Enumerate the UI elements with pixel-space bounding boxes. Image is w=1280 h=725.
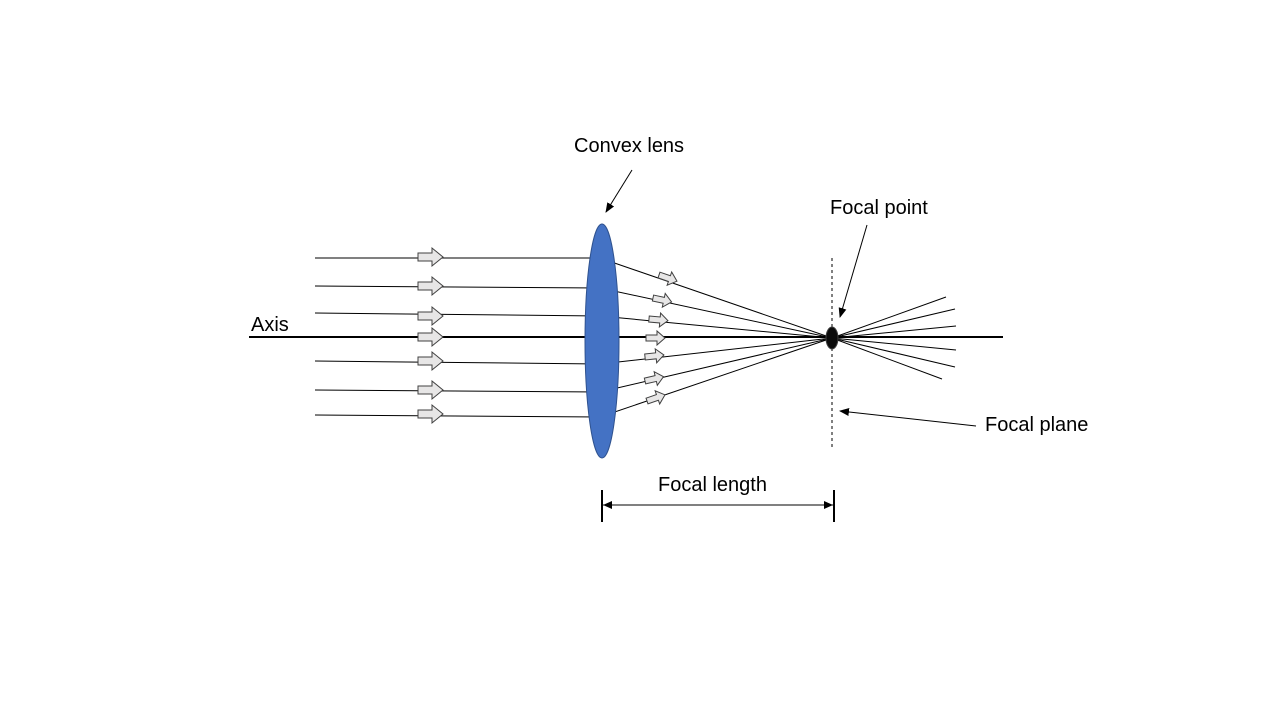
convex-lens-label: Convex lens — [574, 135, 684, 157]
refracted-arrows — [643, 270, 678, 406]
block-arrow-icon — [644, 347, 665, 364]
outgoing-ray — [831, 337, 943, 380]
dimension-arrowhead-left — [603, 501, 612, 509]
block-arrow-icon — [417, 379, 444, 401]
focal-length-dimension — [601, 490, 835, 522]
block-arrow-icon — [648, 311, 669, 328]
lens-pointer-arrow — [605, 169, 633, 213]
incoming-ray — [314, 337, 833, 418]
convex-lens — [584, 223, 620, 459]
incoming-ray — [314, 337, 833, 393]
block-arrow-icon — [645, 329, 666, 347]
focal-plane-label: Focal plane — [985, 414, 1088, 436]
axis-label: Axis — [251, 314, 289, 336]
outgoing-ray — [831, 296, 947, 339]
outgoing-ray — [831, 308, 956, 339]
incoming-ray — [314, 337, 833, 365]
block-arrow-icon — [417, 403, 444, 425]
focal-length-label: Focal length — [658, 474, 767, 496]
incoming-ray — [315, 257, 833, 339]
incoming-arrows — [417, 246, 444, 425]
dimension-arrowhead-right — [824, 501, 833, 509]
outgoing-ray — [831, 325, 957, 339]
block-arrow-icon — [417, 326, 444, 348]
outgoing-ray — [831, 337, 957, 351]
focal-plane-pointer-arrow — [839, 408, 977, 427]
block-arrow-icon — [417, 350, 444, 372]
focal-point-pointer-arrow — [838, 224, 868, 318]
block-arrow-icon — [651, 292, 673, 309]
block-arrow-icon — [417, 305, 444, 327]
incoming-ray — [314, 312, 833, 339]
block-arrow-icon — [417, 275, 444, 297]
outgoing-rays — [831, 296, 957, 380]
focal-point-dot — [825, 326, 839, 350]
block-arrow-icon — [643, 370, 665, 387]
focal-point-label: Focal point — [830, 197, 928, 219]
block-arrow-icon — [657, 270, 678, 287]
block-arrow-icon — [417, 246, 444, 268]
outgoing-ray — [831, 337, 956, 368]
block-arrow-icon — [645, 389, 666, 406]
